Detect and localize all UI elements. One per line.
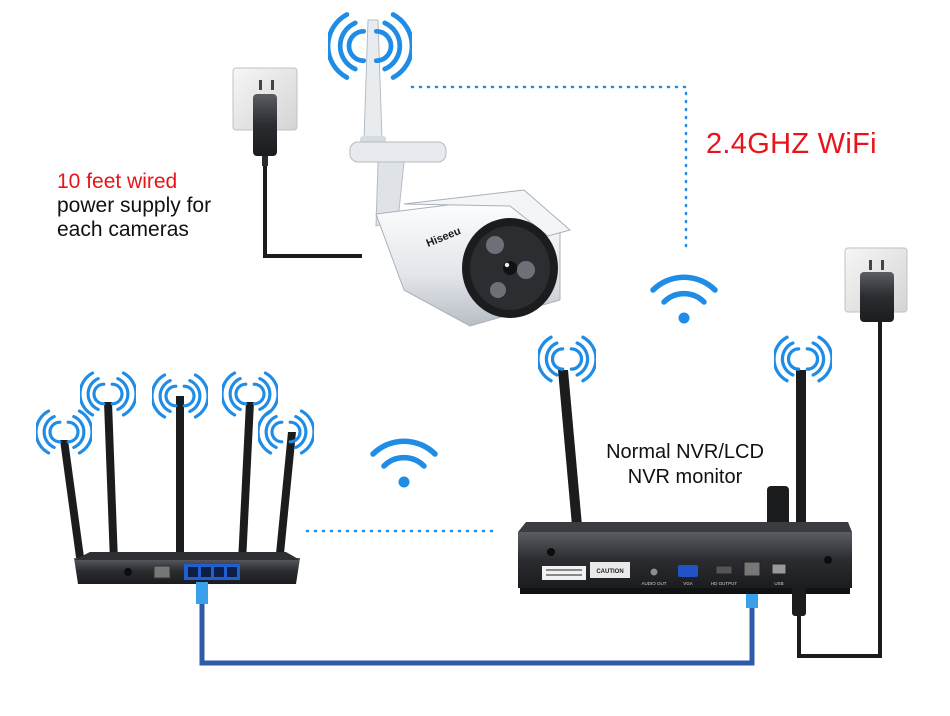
power-note-line-1: 10 feet wired	[57, 170, 178, 193]
camera-power-adapter	[253, 94, 277, 166]
nvr-caption: Normal NVR/LCD NVR monitor	[585, 440, 785, 490]
wifi-band-label: 2.4GHZ WiFi	[706, 128, 877, 160]
wifi-signal-icon-camera	[653, 277, 715, 323]
wireless-router	[60, 396, 300, 584]
power-note-line-2: power supply for	[57, 194, 212, 217]
nvr-caption-line-2: NVR monitor	[627, 466, 743, 488]
nvr-power-cable	[797, 322, 882, 658]
nvr-hd-output-label: HD OUTPUT	[711, 581, 737, 586]
nvr-audio-out-label: AUDIO OUT	[641, 581, 666, 586]
power-supply-note: 10 feet wired power supply for each came…	[57, 170, 211, 242]
nvr-vga-label: VGA	[683, 581, 693, 586]
camera-power-cable	[263, 166, 362, 258]
nvr-caution-label: CAUTION	[596, 569, 623, 575]
nvr-caption-line-1: Normal NVR/LCD	[606, 441, 764, 463]
wifi-signal-icon-router	[373, 441, 435, 487]
nvr-usb-label: USB	[774, 581, 783, 586]
power-note-line-3: each cameras	[57, 218, 189, 241]
ip-camera: Hiseeu	[349, 19, 572, 327]
ethernet-cable	[196, 582, 758, 666]
router-antenna-wifi-icon-5	[258, 409, 314, 455]
nvr-power-adapter	[860, 272, 894, 322]
wireless-link-camera	[410, 85, 688, 254]
nvr-recorder: CAUTION AUDIO OUT VGA HD OUTPUT USB	[518, 370, 852, 616]
